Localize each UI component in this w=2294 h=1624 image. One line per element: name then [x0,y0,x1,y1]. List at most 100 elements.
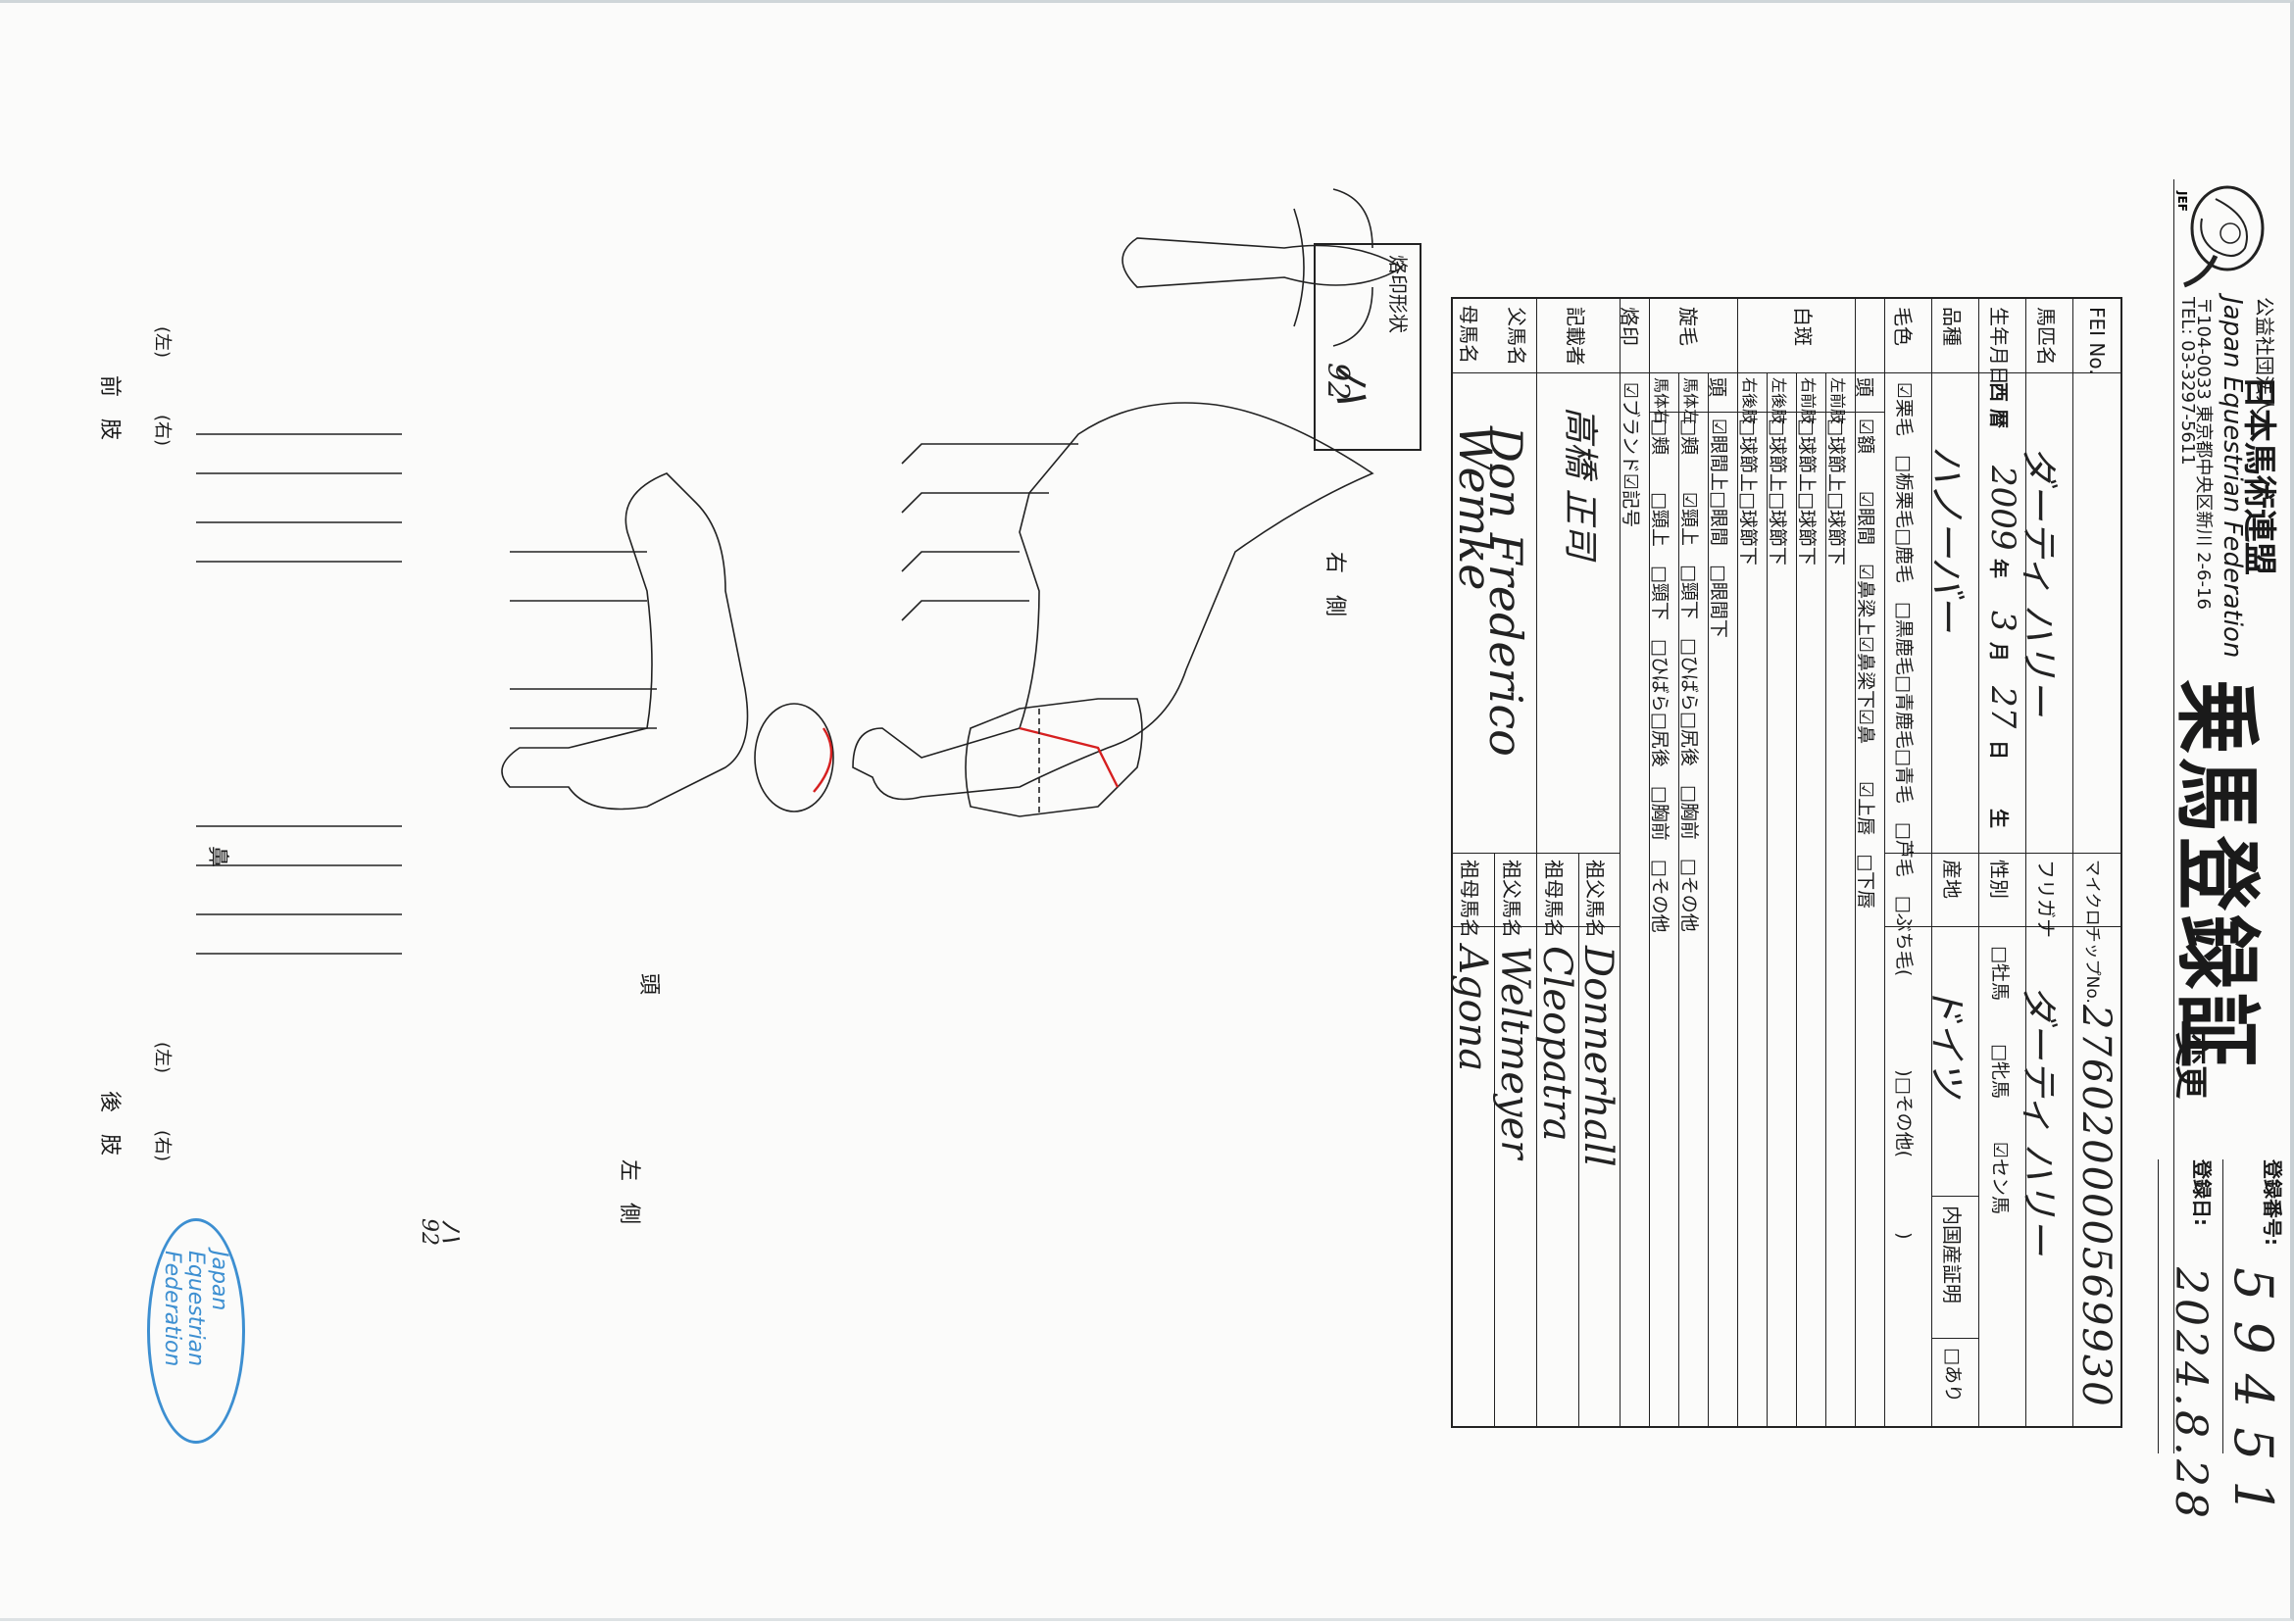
hind-right-mark: (右) [152,1130,173,1162]
month-unit: 月 [1987,642,2011,662]
right-fore-label: 右前肢 [1799,377,1818,425]
dam-sire-value: Weltmeyer [1492,946,1537,1159]
whorl-body-right-label: 馬体右 [1652,377,1671,425]
horse-name-label: 馬匹名 [2034,307,2058,366]
grand-dam-label: 祖母馬名 [1542,860,1566,938]
whorl-body-right-options[interactable]: □頬 □頸上 □頸下 □ひばら□尻後 □胸前 □その他 [1649,418,1671,933]
fei-no-label: FEI No. [2085,307,2109,375]
registration-table: FEI No. マイクロチップNo. 276020000569930 馬匹名 ダ… [1450,297,2122,1428]
fore-right-mark: (右) [152,415,173,447]
head-label: 頭 [636,973,661,996]
horse-right-side [852,402,1374,801]
breed-value: ハノーバー [1925,446,1969,632]
reg-date-underline [2158,1159,2159,1453]
sex-option-gelding[interactable]: ☑セン馬 [1989,1142,2011,1215]
horse-top-view [1122,188,1404,347]
horse-diagrams [196,188,1404,955]
brand-label: 烙印 [1618,307,1641,346]
origin-label: 産地 [1940,860,1964,899]
muzzle-label: 鼻 [205,846,229,868]
left-hind-options[interactable]: □球節上□球節下 [1767,418,1788,566]
hind-legs-label: 後 肢 [97,1091,122,1156]
header-rule [2173,179,2174,1453]
org-tel: TEL: 03-3297-5611 [2177,297,2198,466]
col-divider [1885,853,2120,854]
birth-day: 27 [1983,686,2022,729]
col-divider [1932,1196,1979,1197]
sire-label: 父馬名 [1505,307,1528,366]
year-unit: 年 [1987,559,2011,578]
reg-no-underline [2222,1159,2223,1453]
coat-options[interactable]: ☑栗毛 □栃栗毛□鹿毛 □黒鹿毛□青鹿毛□青毛 □芦毛 □ぶち毛( )□その他(… [1893,382,1915,1240]
row-divider [1884,299,1885,1426]
birth-year: 2009 [1983,466,2022,551]
reg-date-label: 登録日: [2190,1159,2214,1226]
microchip-label: マイクロチップNo. [2082,860,2102,1004]
right-hind-label: 右後肢 [1740,377,1759,425]
right-hind-options[interactable]: □球節上□球節下 [1737,418,1759,566]
stamp-line-3: Federation [160,1251,184,1367]
sex-option-mare[interactable]: □牝馬 [1989,1044,2011,1099]
birth-label: 生年月日 [1987,307,2011,385]
rotated-registration-form: JEF 公益社団法人 日本馬術連盟 Japan Equestrian Feder… [0,3,2294,1624]
whorl-head-options[interactable]: ☑眼間上□眼間 □眼間下 [1708,418,1729,638]
change-mark: 変更 [2170,1032,2210,1099]
grand-dam-value: Cleopatra [1534,946,1579,1142]
furigana-label: フリガナ [2034,860,2058,938]
whorl-body-left-label: 馬体左 [1681,377,1700,425]
day-unit: 日 [1987,740,2011,760]
grand-sire-value: Donnerhall [1575,946,1621,1167]
whorl-body-left-options[interactable]: □頬 ☑頸上 □頸下 □ひばら□尻後 □胸前 □その他 [1678,418,1700,932]
col-divider [1932,1338,1979,1339]
brand-options[interactable]: ☑ブランド☑記号 [1620,382,1641,528]
left-side-label: 左 側 [617,1159,641,1225]
horse-muzzle [754,703,834,812]
origin-value: ドイツ [1925,985,1969,1098]
right-fore-options[interactable]: □球節上□球節下 [1796,418,1818,566]
row-divider [1978,299,1979,1426]
coat-label: 毛色 [1891,307,1915,346]
stamp-line-1: Japan [207,1251,231,1311]
dam-value: Wemke [1449,424,1502,591]
horse-left-side [501,472,749,811]
dam-sire-label: 祖父馬名 [1500,860,1523,938]
reg-no-value: 59451 [2222,1267,2284,1534]
white-head-options[interactable]: ☑額 ☑眼間 ☑鼻梁上☑鼻梁下☑鼻 ☑上唇 □下唇 [1855,418,1876,910]
dam-dam-value: Agona [1450,946,1495,1072]
stamp-line-2: Equestrian [183,1251,208,1367]
hind-left-mark: (左) [152,1042,173,1074]
recorder-value: 高橋 正司 [1560,407,1600,560]
org-name-en: Japan Equestrian Federation [2218,297,2247,659]
birth-era: 西 暦 [1987,382,2011,428]
leg-diagrams [196,433,402,955]
breed-label: 品種 [1940,307,1964,346]
sex-label: 性別 [1987,860,2011,899]
white-markings-label: 白斑 [1791,307,1815,346]
dam-dam-label: 祖母馬名 [1458,860,1481,938]
birth-suffix: 生 [1987,809,2011,828]
birth-month: 3 [1983,611,2022,632]
col-divider [1453,853,1621,854]
horse-face [965,698,1143,817]
left-hind-label: 左後肢 [1770,377,1788,425]
jef-logo: JEF [2176,185,2265,288]
fore-legs-label: 前 肢 [97,375,122,441]
white-head-label: 頭 [1853,377,1876,397]
fore-left-mark: (左) [152,326,173,359]
domestic-cert-option[interactable]: □あり [1942,1348,1964,1403]
recorder-label: 記載者 [1564,307,1587,366]
dam-label: 母馬名 [1457,305,1480,364]
reg-no-label: 登録番号: [2261,1159,2284,1246]
domestic-cert-label: 内国産証明 [1940,1206,1964,1304]
logo-text: JEF [2176,190,2189,212]
right-side-label: 右 側 [1322,552,1347,617]
left-fore-options[interactable]: □球節上□球節下 [1825,418,1847,566]
whorl-label: 旋毛 [1676,307,1700,346]
sex-option-stallion[interactable]: □牡馬 [1989,946,2011,1001]
whorl-head-label: 頭 [1706,377,1729,397]
microchip-value: 276020000569930 [2073,1005,2119,1408]
document-title: 乗馬登録証 [2167,679,2268,1071]
grand-sire-label: 祖父馬名 [1583,860,1607,938]
jef-seal-stamp: Japan Equestrian Federation [147,1218,245,1444]
